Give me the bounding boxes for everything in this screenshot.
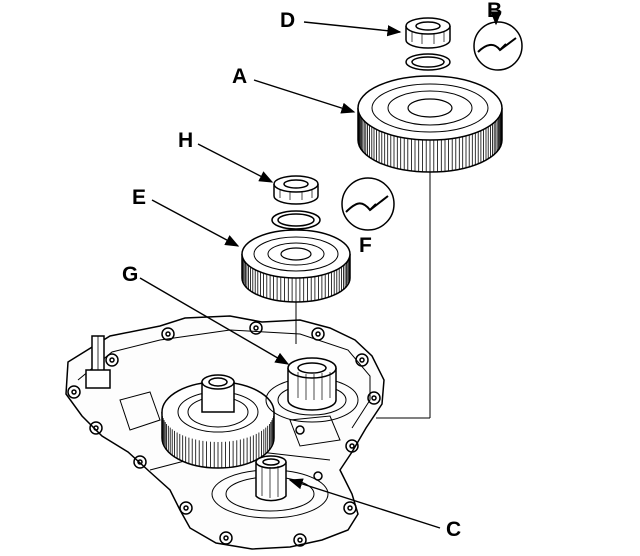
bearing-d: [405, 17, 451, 49]
callout-d: D: [280, 9, 296, 32]
callout-e: E: [132, 186, 147, 209]
leader-a: [253, 79, 356, 114]
gear-e: [241, 229, 351, 303]
callout-h: H: [178, 129, 194, 152]
callout-a: A: [232, 65, 248, 88]
leader-lines: [139, 11, 502, 529]
leader-e: [151, 199, 240, 247]
callout-f: F: [359, 234, 372, 257]
leader-d: [303, 21, 402, 37]
gear-a: [357, 75, 503, 173]
callout-g: G: [122, 263, 139, 286]
differential-gear: [161, 374, 275, 469]
leader-h: [197, 143, 274, 183]
callout-b: B: [487, 0, 503, 22]
leader-c: [288, 478, 441, 529]
bearing-h: [273, 175, 319, 205]
snap-ring-f: [271, 177, 395, 231]
leader-g: [139, 277, 290, 365]
mainshaft-g: [265, 357, 359, 423]
alignment-lines: [295, 172, 431, 419]
callout-c: C: [446, 518, 462, 541]
countershaft-c: [211, 455, 329, 519]
